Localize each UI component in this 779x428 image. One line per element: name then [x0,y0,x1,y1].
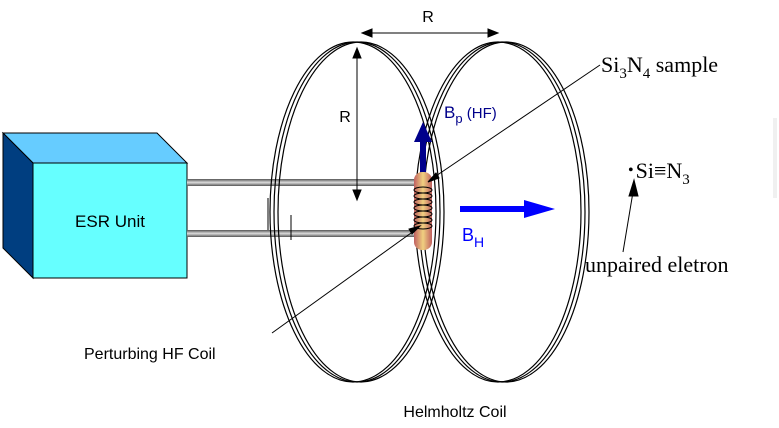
hf-coil-label: Perturbing HF Coil [84,346,216,363]
helmholtz-label: Helmholtz Coil [403,404,506,421]
wire-bottom [187,230,415,237]
spacing-arrow [360,28,500,38]
bp-arrow [414,122,432,178]
bp-label: Bp (HF) [444,103,497,126]
spacing-label: R [422,9,434,26]
esr-box-front [32,162,188,279]
unpaired-label: unpaired eletron [585,252,729,277]
radius-arrow [352,46,362,202]
helmholtz-coil-left [269,41,445,383]
esr-unit-label: ESR Unit [75,212,145,231]
sample-label: Si3N4 sample [601,52,718,82]
edge-artifact [773,118,777,198]
wire-top [187,179,415,186]
esr-unit-box: ESR Unit [1,131,189,280]
bh-label: BH [462,225,484,250]
hf-coil-windings [413,186,433,230]
radius-label: R [339,109,351,126]
bh-arrow [460,200,555,218]
hf-coil-leader [271,225,422,334]
defect-formula: •Si≡N3 [628,158,690,188]
unpaired-arrow [622,178,639,253]
sample-leader [427,64,601,183]
esr-box-top [1,132,189,164]
